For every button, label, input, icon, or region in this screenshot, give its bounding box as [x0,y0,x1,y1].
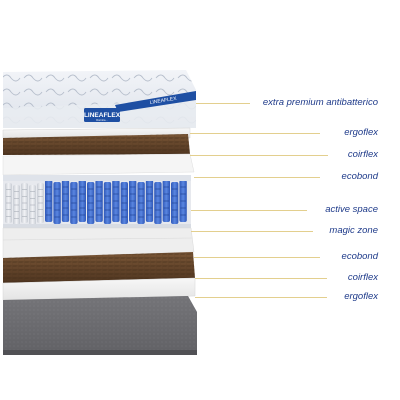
layer-label-ergoflex-lower: ergoflex [344,291,378,302]
leader-line-3 [190,155,328,156]
leader-line-8 [195,278,327,279]
layer-label-magic-zone: magic zone [329,225,378,236]
leader-line-1 [196,103,250,104]
leader-line-6 [191,231,313,232]
pocket-spring [103,182,112,224]
blue-pocket-springs [45,180,187,224]
layer-label-ecobond-lower: ecobond [341,251,378,262]
brand-logo-subtext: Dormire... [96,118,108,122]
leader-line-4 [194,177,320,178]
pocket-spring [179,180,187,222]
pocket-spring [21,183,28,223]
white-pocket-springs [5,183,44,225]
ecobond-lower-layer [2,227,195,259]
spring-block-layer [3,175,191,228]
pocket-spring [137,182,145,224]
brand-tape-text: LINEAFLEX [149,96,177,106]
pocket-spring [171,182,179,224]
pocket-spring [87,182,95,224]
pocket-spring [13,185,20,225]
pocket-spring [37,183,44,223]
top-cover-layer: LINEAFLEX [3,70,196,128]
brand-logo-text: LINEAFLEX [84,112,121,119]
layer-label-extra-premium-antibatterico: extra premium antibatterico [262,97,378,108]
pocket-spring [70,182,78,224]
pocket-spring [129,180,137,222]
pocket-spring [53,182,61,224]
pocket-spring [112,180,120,222]
layer-label-ecobond-upper: ecobond [341,171,378,182]
leader-line-2 [190,133,320,134]
leader-line-7 [194,257,320,258]
coirflex-upper-layer [3,134,190,155]
layer-label-active-space: active space [325,204,378,215]
pocket-spring [45,180,53,222]
layer-label-ergoflex-upper: ergoflex [344,127,378,138]
pocket-spring [162,180,170,222]
pocket-spring [145,180,154,222]
coirflex-lower-layer [3,252,195,283]
mattress-base [3,296,197,355]
brand-logo: LINEAFLEX Dormire... [84,108,121,122]
layer-label-coirflex-lower: coirflex [347,272,378,283]
leader-line-9 [195,297,327,298]
pocket-spring [95,180,103,222]
ecobond-upper-layer [2,153,195,176]
pocket-spring [5,183,12,223]
spring-cover-strip [3,175,191,181]
pocket-spring [120,182,128,224]
leader-line-5 [191,210,307,211]
layer-label-coirflex-upper: coirflex [347,149,378,160]
pocket-spring [61,180,70,222]
pocket-spring [78,180,86,222]
ergoflex-lower-layer [2,277,196,301]
pocket-spring [29,185,36,225]
pocket-spring [154,182,162,224]
